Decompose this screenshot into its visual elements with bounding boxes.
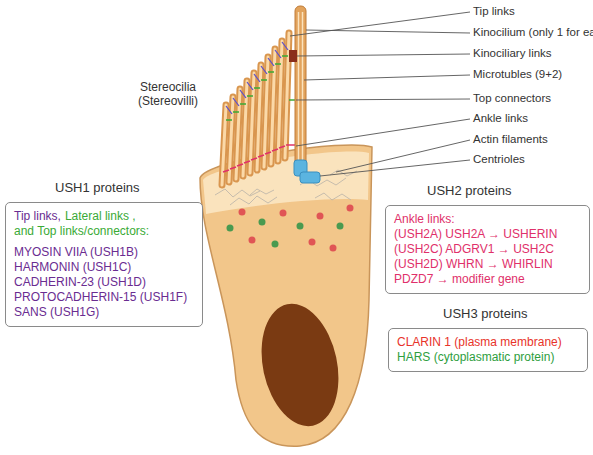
centriole xyxy=(300,172,320,183)
callout-label: Ankle links xyxy=(473,112,528,125)
text-line: (USH2C) ADGRV1 → USH2C xyxy=(394,242,581,257)
nucleus xyxy=(251,297,349,434)
text-line: PDZD7 → modifier gene xyxy=(394,272,581,287)
callout-label: Centrioles xyxy=(473,153,525,166)
top-connector-lines xyxy=(226,56,296,120)
box-frame: Tip links, Lateral links ,and Top links/c… xyxy=(5,202,203,327)
callout-label: Microtubles (9+2) xyxy=(473,68,562,81)
text-line: (USH2D) WHRN → WHIRLIN xyxy=(394,257,581,272)
leader-lines xyxy=(290,12,470,176)
protein-text: SANS (USH1G) xyxy=(14,305,99,319)
text-line: CLARIN 1 (plasma membrane) xyxy=(397,335,579,350)
protein-text: Lateral links , xyxy=(65,209,136,223)
protein-text: HARMONIN (USH1C) xyxy=(14,260,131,274)
protein-text: Ankle links: xyxy=(394,212,455,226)
text-line: SANS (USH1G) xyxy=(14,305,194,320)
tip-link-lines xyxy=(226,42,288,114)
box-frame: Ankle links:(USH2A) USH2A → USHERIN(USH2… xyxy=(385,205,590,294)
protein-text: MYOSIN VIIA (USH1B) xyxy=(14,245,138,259)
box-heading: USH2 proteins xyxy=(385,183,590,199)
text-line: MYOSIN VIIA (USH1B) xyxy=(14,245,194,260)
protein-box: USH1 proteinsTip links, Lateral links ,an… xyxy=(5,180,203,327)
protein-dots xyxy=(227,205,354,252)
protein-text: CLARIN 1 (plasma membrane) xyxy=(397,335,562,349)
protein-box: USH2 proteinsAnkle links:(USH2A) USH2A →… xyxy=(385,183,590,294)
box-frame: CLARIN 1 (plasma membrane)HARS (cytoplas… xyxy=(388,328,588,372)
text-line: Tip links, Lateral links , xyxy=(14,209,194,224)
cell-body xyxy=(200,145,372,446)
callout-label: Actin filaments xyxy=(473,133,548,146)
protein-text: PDZD7 → modifier gene xyxy=(394,272,525,286)
text-line: and Top links/connectors: xyxy=(14,224,194,239)
text-line: CADHERIN-23 (USH1D) xyxy=(14,275,194,290)
text-line: HARS (cytoplasmatic protein) xyxy=(397,350,579,365)
box-heading: USH1 proteins xyxy=(5,180,203,196)
protein-text: Tip links, xyxy=(14,209,61,223)
microtubule xyxy=(302,12,304,165)
text-line: (USH2A) USH2A → USHERIN xyxy=(394,227,581,242)
ankle-link-lines xyxy=(223,145,296,172)
protein-text: (USH2A) USH2A → USHERIN xyxy=(394,227,557,241)
text-line xyxy=(14,239,194,245)
protein-text: CADHERIN-23 (USH1D) xyxy=(14,275,146,289)
protein-text: (USH2D) WHRN → WHIRLIN xyxy=(394,257,553,271)
box-heading: USH3 proteins xyxy=(388,306,588,322)
stereocilia xyxy=(222,33,289,185)
protein-text: (USH2C) ADGRV1 → USH2C xyxy=(394,242,554,256)
protein-text: PROTOCADHERIN-15 (USH1F) xyxy=(14,290,187,304)
callout-label: Kinocilium (only 1 for each cell) xyxy=(473,26,593,39)
part-label: Stereocilia (Stereovilli) xyxy=(128,80,208,108)
text-line: PROTOCADHERIN-15 (USH1F) xyxy=(14,290,194,305)
protein-text: and Top links/connectors: xyxy=(14,224,149,238)
text-line: Ankle links: xyxy=(394,212,581,227)
callout-label: Tip links xyxy=(473,5,515,18)
kinociliary-link xyxy=(289,50,297,62)
protein-box: USH3 proteinsCLARIN 1 (plasma membrane)H… xyxy=(388,306,588,372)
callout-label: Top connectors xyxy=(473,92,551,105)
callout-label: Kinociliary links xyxy=(473,47,552,60)
text-line: HARMONIN (USH1C) xyxy=(14,260,194,275)
protein-text: HARS (cytoplasmatic protein) xyxy=(397,350,554,364)
